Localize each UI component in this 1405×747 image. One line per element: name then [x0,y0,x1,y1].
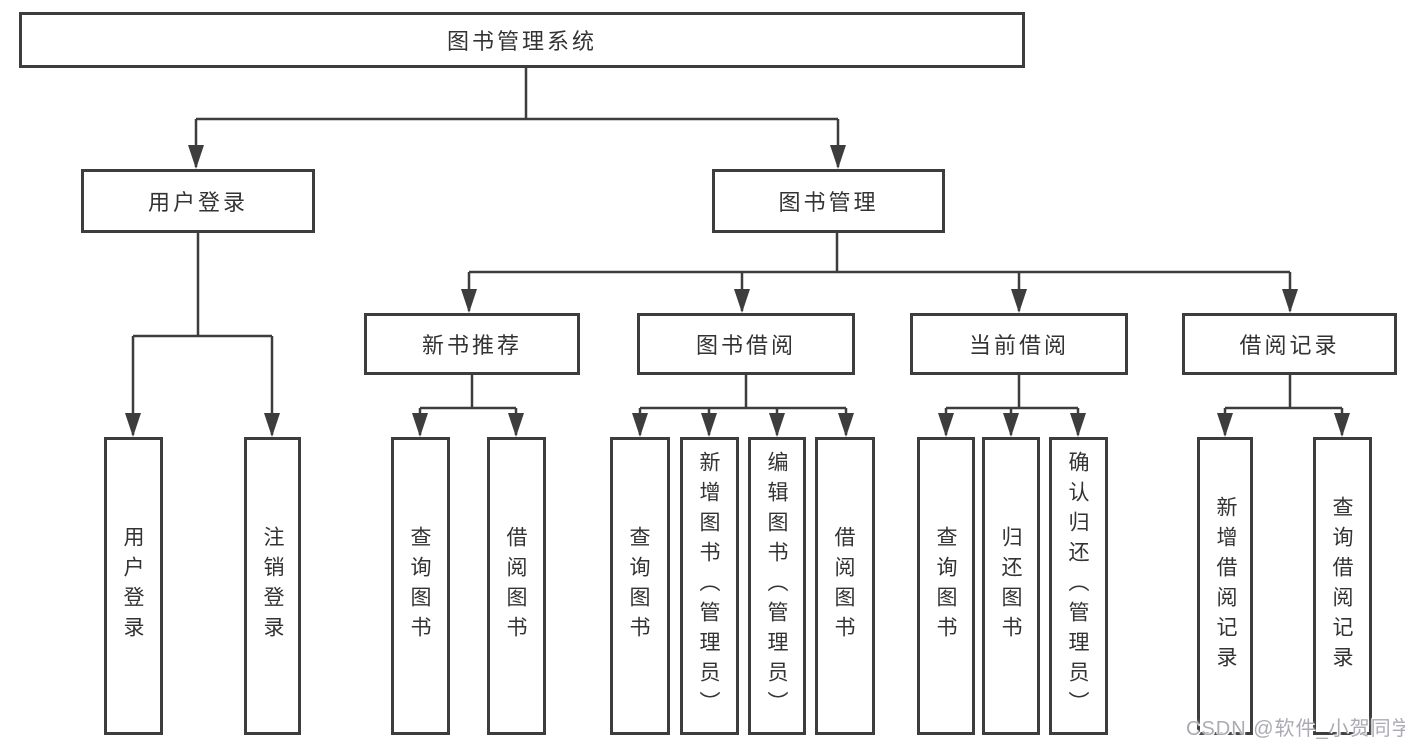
node-library-system: 图书管理系统 [19,12,1025,68]
node-borrow-records: 借阅记录 [1182,313,1397,375]
leaf-confirm-return-admin: 确认归还（管理员） [1049,437,1108,735]
node-current-borrow: 当前借阅 [910,313,1128,375]
node-user-login: 用户登录 [81,169,315,233]
leaf-add-book-admin: 新增图书（管理员） [680,437,739,735]
leaf-borrow-book: 借阅图书 [815,437,875,735]
node-new-book-recommend: 新书推荐 [364,313,580,375]
leaf-current-query-book: 查询图书 [917,437,975,735]
leaf-return-book: 归还图书 [982,437,1040,735]
leaf-logout: 注销登录 [244,437,301,735]
node-book-management: 图书管理 [712,169,945,233]
leaf-edit-book-admin: 编辑图书（管理员） [748,437,806,735]
leaf-add-borrow-record: 新增借阅记录 [1197,437,1253,735]
leaf-user-login: 用户登录 [104,437,163,735]
leaf-query-borrow-record: 查询借阅记录 [1313,437,1372,735]
leaf-borrow-query-book: 查询图书 [610,437,670,735]
leaf-recommend-borrow-book: 借阅图书 [487,437,546,735]
csdn-watermark: CSDN @软件_小贺同学 [1186,718,1405,740]
leaf-recommend-query-book: 查询图书 [391,437,450,735]
node-book-borrow: 图书借阅 [637,313,855,375]
